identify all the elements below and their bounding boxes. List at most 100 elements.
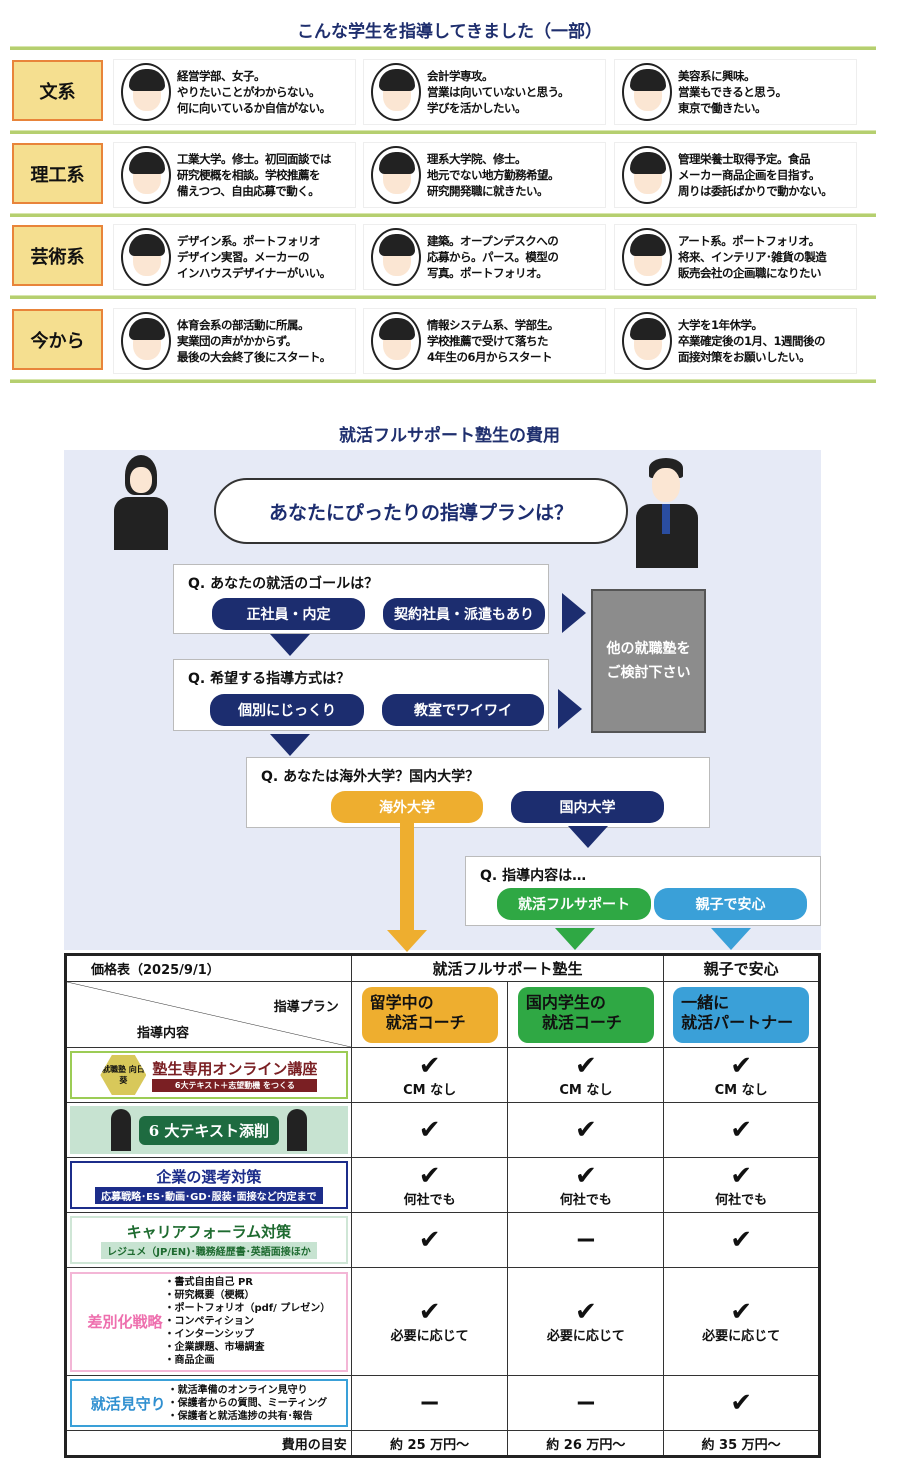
- option-fulltime[interactable]: 正社員・内定: [212, 598, 365, 630]
- cost-label: 費用の目安: [65, 1430, 352, 1457]
- feature-title: 企業の選考対策: [156, 1168, 262, 1186]
- dash-icon: −: [574, 1225, 597, 1255]
- question-text: Q. 希望する指導方式は？: [188, 671, 351, 687]
- student-description: 美容系に興味。 営業もできると思う。 東京で働きたい。: [678, 69, 787, 115]
- plan-cell: −: [507, 1375, 665, 1431]
- student-avatar: [622, 63, 672, 121]
- other-school-box: 他の就職塾を ご検討下さい: [591, 589, 706, 733]
- option-parent[interactable]: 親子で安心: [654, 888, 807, 920]
- plan-cell: ✔: [350, 1102, 509, 1158]
- price-table: 価格表（2025/9/1） 就活フルサポート塾生 親子で安心 指導プラン 指導内…: [64, 953, 821, 1458]
- category-label: 理工系: [12, 143, 103, 204]
- option-individual[interactable]: 個別にじっくり: [210, 694, 364, 726]
- student-description: アート系。ポートフォリオ。 将来、インテリア･雑貨の製造 販売会社の企画職になり…: [678, 234, 827, 280]
- student-avatar: [371, 146, 421, 204]
- check-icon: ✔: [730, 1225, 752, 1255]
- arrow-down-icon: [270, 634, 310, 656]
- student-card: 工業大学。修士。初回面談では 研究梗概を相談。学校推薦を 備えつつ、自由応募で動…: [113, 142, 356, 208]
- diagonal-header: 指導プラン 指導内容: [65, 981, 352, 1048]
- man-icon: [110, 1109, 131, 1151]
- student-description: 管理栄養士取得予定。食品 メーカー商品企画を目指す。 周りは委託ばかりで動かない…: [678, 152, 833, 198]
- student-card: アート系。ポートフォリオ。 将来、インテリア･雑貨の製造 販売会社の企画職になり…: [614, 224, 857, 290]
- cell-note: 必要に応じて: [546, 1329, 625, 1344]
- check-icon: ✔: [418, 1225, 441, 1255]
- table-row: 企業の選考対策応募戦略･ES･動画･GD･服装･面接など内定まで ✔何社でも✔何…: [65, 1157, 820, 1213]
- student-avatar: [121, 146, 171, 204]
- student-description: 理系大学院、修士。 地元でない地方勤務希望。 研究開発職に就きたい。: [427, 152, 560, 198]
- plan-label: 指導プラン: [273, 1000, 339, 1015]
- check-icon: ✔: [730, 1388, 752, 1418]
- arrow-down-icon: [387, 930, 427, 952]
- question-text: Q. あなたは海外大学？国内大学？: [261, 769, 480, 785]
- plan-cell: ✔: [663, 1102, 820, 1158]
- cost-value: 約 25 万円～: [350, 1430, 509, 1457]
- woman-illustration: [110, 455, 170, 550]
- plan-overseas[interactable]: 留学中の 就活コーチ: [361, 986, 498, 1043]
- student-card: デザイン系。ポートフォリオ デザイン実習。メーカーの インハウスデザイナーがいい…: [113, 224, 356, 290]
- plan-cell: ✔必要に応じて: [507, 1267, 665, 1376]
- student-description: 体育会系の部活動に所属。 実業団の声がかからず。 最後の大会終了後にスタート。: [177, 318, 331, 364]
- check-icon: ✔: [574, 1160, 597, 1191]
- feature-items: ・就活準備のオンライン見守り ・保護者からの質問、ミーティング ・保護者と就活進…: [167, 1384, 328, 1422]
- option-domestic[interactable]: 国内大学: [511, 791, 664, 823]
- student-avatar: [622, 146, 672, 204]
- woman-icon: [286, 1109, 307, 1151]
- feature-sub: レジュメ（JP/EN)･職務経歴書･英語面接ほか: [100, 1242, 317, 1259]
- check-icon: ✔: [418, 1297, 441, 1327]
- student-card: 経営学部、女子。 やりたいことがわからない。 何に向いているか自信がない。: [113, 59, 356, 125]
- check-icon: ✔: [574, 1115, 597, 1145]
- cell-note: CM なし: [403, 1082, 457, 1098]
- student-card: 会計学専攻。 営業は向いていないと思う。 学びを活かしたい。: [363, 59, 606, 125]
- plan-cell: ✔必要に応じて: [663, 1267, 820, 1376]
- plan-cell: −: [350, 1375, 509, 1431]
- cost-row: 費用の目安 約 25 万円～ 約 26 万円～ 約 35 万円～: [65, 1430, 820, 1457]
- student-description: 工業大学。修士。初回面談では 研究梗概を相談。学校推薦を 備えつつ、自由応募で動…: [177, 152, 332, 198]
- student-avatar: [371, 228, 421, 286]
- student-description: 経営学部、女子。 やりたいことがわからない。 何に向いているか自信がない。: [177, 69, 331, 115]
- student-avatar: [371, 312, 421, 370]
- arrow-down-icon: [555, 928, 595, 950]
- feature-title: 差別化戦略: [87, 1313, 163, 1331]
- option-overseas[interactable]: 海外大学: [331, 791, 483, 823]
- cost-value: 約 26 万円～: [507, 1430, 665, 1457]
- category-label: 今から: [12, 309, 103, 370]
- plan-cell: ✔何社でも: [663, 1157, 820, 1213]
- check-icon: ✔: [418, 1050, 441, 1081]
- plan-cell: ✔: [350, 1212, 509, 1268]
- check-icon: ✔: [730, 1160, 752, 1191]
- table-row: 差別化戦略・書式自由自己 PR ・研究概要（梗概） ・ポートフォリオ（pdf/ …: [65, 1267, 820, 1376]
- check-icon: ✔: [418, 1115, 441, 1145]
- student-avatar: [121, 63, 171, 121]
- divider: [10, 130, 876, 134]
- cell-note: 必要に応じて: [390, 1329, 469, 1344]
- orange-arrow-shaft: [400, 823, 414, 931]
- sunflower-badge: 就職塾 向日葵: [100, 1055, 147, 1095]
- plan-cell: ✔何社でも: [507, 1157, 665, 1213]
- option-full-support[interactable]: 就活フルサポート: [497, 888, 651, 920]
- arrow-down-icon: [711, 928, 751, 950]
- student-card: 理系大学院、修士。 地元でない地方勤務希望。 研究開発職に就きたい。: [363, 142, 606, 208]
- cloud-bubble: あなたにぴったりの指導プランは？: [214, 478, 628, 544]
- student-description: デザイン系。ポートフォリオ デザイン実習。メーカーの インハウスデザイナーがいい…: [177, 234, 331, 280]
- cell-note: CM なし: [714, 1082, 768, 1098]
- table-row: キャリアフォーラム対策レジュメ（JP/EN)･職務経歴書･英語面接ほか ✔−✔: [65, 1212, 820, 1268]
- student-avatar: [121, 312, 171, 370]
- check-icon: ✔: [730, 1115, 752, 1145]
- student-card: 美容系に興味。 営業もできると思う。 東京で働きたい。: [614, 59, 857, 125]
- divider: [10, 213, 876, 217]
- student-card: 大学を1年休学。 卒業確定後の1月、1週間後の 面接対策をお願いしたい。: [614, 308, 857, 374]
- plan-partner[interactable]: 一緒に 就活パートナー: [673, 986, 810, 1043]
- cloud-text: あなたにぴったりの指導プランは？: [268, 501, 573, 524]
- cost-value: 約 35 万円～: [663, 1430, 820, 1457]
- arrow-right-icon: [558, 689, 582, 729]
- student-avatar: [371, 63, 421, 121]
- plan-cell: ✔何社でも: [350, 1157, 509, 1213]
- content-label: 指導内容: [137, 1026, 190, 1041]
- option-contract[interactable]: 契約社員・派遣もあり: [383, 598, 545, 630]
- option-classroom[interactable]: 教室でワイワイ: [382, 694, 544, 726]
- plan-domestic[interactable]: 国内学生の 就活コーチ: [517, 986, 654, 1043]
- feature-sub: 応募戦略･ES･動画･GD･服装･面接など内定まで: [95, 1187, 323, 1204]
- feature-title: 塾生専用オンライン講座: [152, 1060, 318, 1078]
- divider: [10, 295, 876, 299]
